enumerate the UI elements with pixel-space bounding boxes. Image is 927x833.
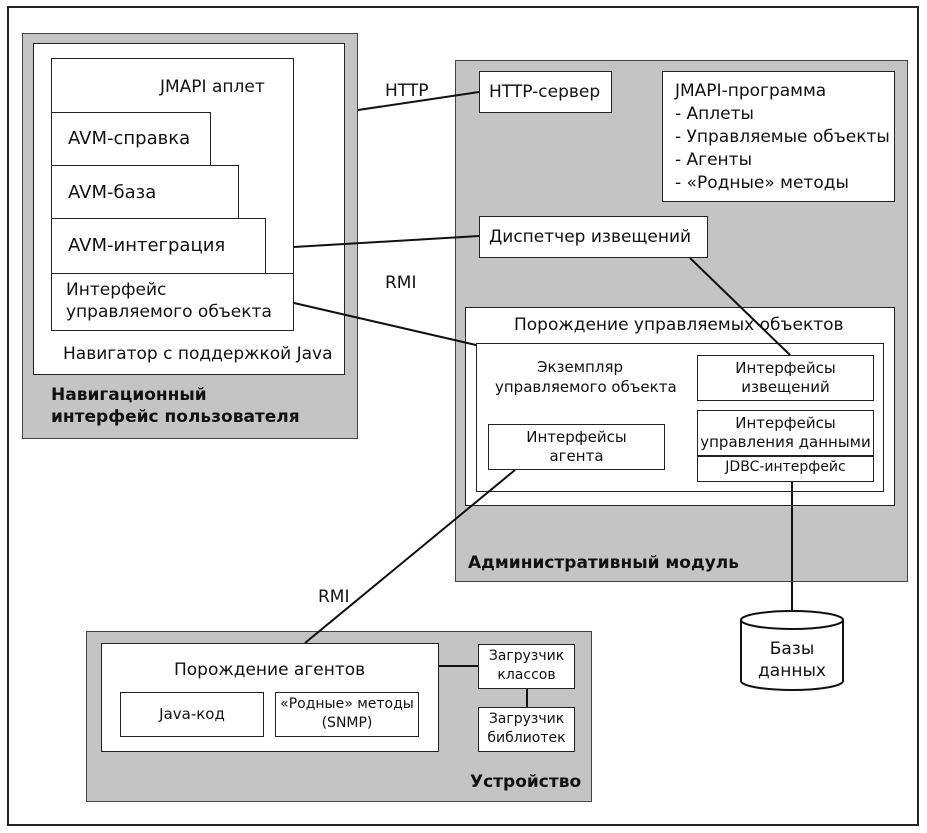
rmi-upper-label: RMI (385, 273, 417, 293)
java-code-box (120, 692, 264, 737)
browser-label: Навигатор с поддержкой Java (63, 344, 333, 364)
mo-instance-line1: Экземпляр (537, 358, 623, 376)
avm-integration-label: AVM-интеграция (68, 235, 226, 256)
nav-ui-title-line2: интерфейс пользователя (51, 407, 300, 427)
http-label: HTTP (385, 81, 429, 101)
program-item: - Аплеты (675, 104, 754, 124)
mo-interface-line2: управляемого объекта (66, 302, 272, 322)
native-methods-box (275, 692, 419, 737)
avm-help-label: AVM-справка (68, 128, 191, 149)
admin-module-title: Административный модуль (468, 553, 739, 573)
dispatcher-connector (293, 235, 480, 248)
library-loader-line1: Загрузчик (488, 711, 565, 727)
jmapi-program-title: JMAPI-программа (675, 81, 827, 101)
class-loader-box (478, 644, 575, 689)
data-interfaces-line1: Интерфейсы (735, 414, 836, 432)
program-item: - Управляемые объекты (675, 127, 890, 147)
mo-generation-title: Порождение управляемых объектов (514, 315, 844, 335)
applet-label: JMAPI аплет (160, 77, 265, 97)
database-cylinder (740, 610, 844, 691)
agent-interfaces-line1: Интерфейсы (526, 428, 627, 446)
program-item: - Агенты (675, 150, 752, 170)
http-server-box (479, 71, 612, 113)
notification-dispatcher-box (479, 216, 708, 258)
mo-interface-connector (293, 302, 477, 346)
program-item: - «Родные» методы (675, 173, 849, 193)
notification-interfaces-line2: извещений (741, 378, 830, 396)
device-title: Устройство (470, 772, 582, 792)
data-interfaces-box (697, 410, 874, 482)
jdbc-divider (697, 455, 874, 457)
nav-ui-title-line1: Навигационный (51, 385, 207, 405)
class-loader-line1: Загрузчик (488, 648, 565, 664)
rmi-lower-label: RMI (318, 587, 350, 607)
jdbc-interface-label: JDBC-интерфейс (725, 459, 846, 475)
notification-interfaces-line1: Интерфейсы (735, 359, 836, 377)
data-interfaces-line2: управления данными (700, 433, 871, 451)
agent-interfaces-box (488, 424, 665, 470)
library-loader-line2: библиотек (487, 730, 566, 746)
jmapi-program-box (662, 71, 895, 202)
database-line1: Базы (769, 639, 815, 659)
native-methods-line1: «Родные» методы (280, 696, 414, 712)
agent-rmi-connector (304, 469, 516, 644)
java-code-label: Java-код (159, 705, 225, 723)
library-loader-box (478, 707, 575, 752)
mo-interface-box (51, 273, 294, 331)
avm-base-label: AVM-база (68, 182, 157, 203)
agent-generation-title: Порождение агентов (174, 660, 366, 680)
database-line2: данных (758, 661, 826, 681)
http-connector (357, 91, 480, 111)
agent-interfaces-line2: агента (549, 447, 604, 465)
notification-dispatcher-label: Диспетчер извещений (489, 227, 692, 247)
mo-instance-line2: управляемого объекта (495, 378, 677, 396)
mo-interface-line1: Интерфейс (66, 280, 167, 300)
notification-interfaces-box (697, 355, 874, 401)
class-loader-line2: классов (497, 667, 556, 683)
http-server-label: HTTP-сервер (489, 82, 601, 102)
notification-connector (689, 257, 791, 356)
native-methods-line2: (SNMP) (321, 715, 373, 731)
